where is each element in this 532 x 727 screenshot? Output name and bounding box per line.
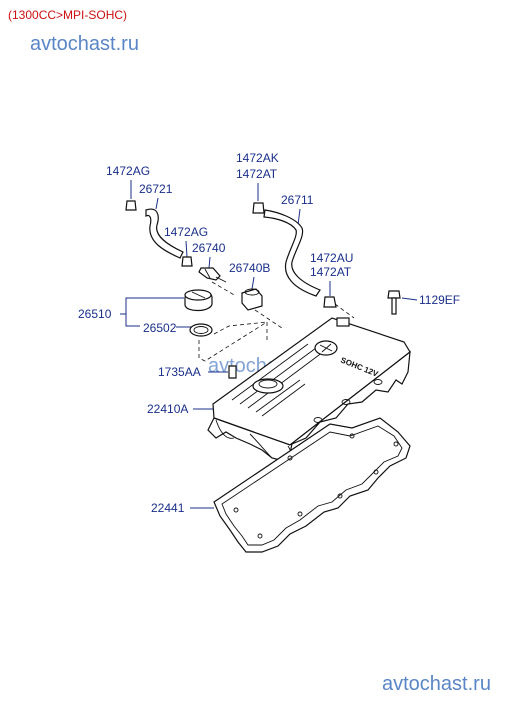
- label-1472au[interactable]: 1472AU: [310, 251, 353, 265]
- rocker-cover-22410a: SOHC 12V: [207, 317, 411, 463]
- hose-26721: [145, 208, 184, 259]
- clip-1472ak: [252, 202, 265, 214]
- part-labels: 1472AG 26721 1472AG 26740 1472AK 1472AT …: [78, 151, 460, 515]
- label-22410a[interactable]: 22410A: [147, 402, 188, 416]
- label-1472ag-upper[interactable]: 1472AG: [106, 164, 150, 178]
- label-1735aa[interactable]: 1735AA: [158, 365, 201, 379]
- label-26740[interactable]: 26740: [192, 241, 226, 255]
- label-1472at-upper[interactable]: 1472AT: [236, 167, 278, 181]
- label-26510[interactable]: 26510: [78, 307, 112, 321]
- label-26740b[interactable]: 26740B: [229, 261, 270, 275]
- label-1472ak[interactable]: 1472AK: [236, 151, 279, 165]
- label-1472at-lower[interactable]: 1472AT: [310, 265, 352, 279]
- cover-gasket-22441: [213, 417, 411, 553]
- hose-26711: [263, 209, 321, 297]
- watermark-bottom: avtochast.ru: [382, 673, 491, 695]
- label-26502[interactable]: 26502: [143, 321, 177, 335]
- oil-filler-cap-26510: [184, 289, 213, 312]
- pcv-valve-26740: [198, 267, 227, 283]
- guide-lines: [198, 281, 355, 362]
- leader-lines: [120, 180, 418, 509]
- cap-gasket-26502: [189, 323, 213, 337]
- stud-1735aa: [228, 365, 237, 379]
- label-26711[interactable]: 26711: [281, 193, 314, 207]
- engine-spec-header: (1300CC>MPI-SOHC): [8, 8, 127, 22]
- clip-1472ag-upper: [125, 200, 137, 211]
- clip-1472au: [323, 296, 337, 308]
- label-1472ag-lower[interactable]: 1472AG: [164, 225, 208, 239]
- label-1129ef[interactable]: 1129EF: [419, 293, 460, 307]
- label-22441[interactable]: 22441: [151, 501, 185, 515]
- watermark-top: avtochast.ru: [30, 33, 139, 55]
- bolt-1129ef: [387, 290, 401, 315]
- grommet-26740b: [241, 288, 263, 311]
- label-26721[interactable]: 26721: [139, 182, 173, 196]
- clip-1472ag-lower: [181, 256, 193, 267]
